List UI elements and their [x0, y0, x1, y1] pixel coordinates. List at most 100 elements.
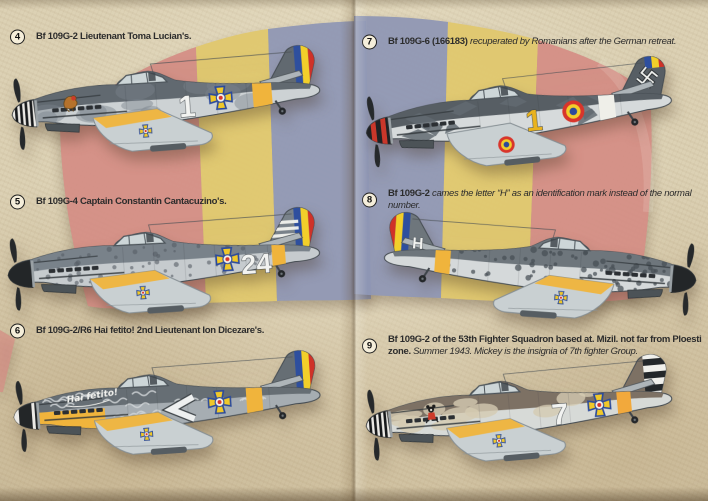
underwing-radiator [150, 143, 187, 152]
fuselage-top-camo [8, 232, 312, 277]
caption-text: Bf 109G-2 of the 53th Fighter Squadron b… [388, 334, 702, 358]
antenna-wire [151, 356, 293, 377]
underwing-radiator [504, 156, 541, 166]
wing [493, 274, 615, 319]
caption-text: Bf 109G-4 Captain Constantin Cantacuzino… [36, 196, 227, 207]
caption-4: 4 Bf 109G-2 Lieutenant Toma Lucian's. [10, 29, 192, 45]
exhaust-stubs [405, 120, 455, 130]
caption-segment: Bf 109G-2/R6 Hai fetito! 2nd Lieutenant … [36, 325, 265, 336]
svg-text:H: H [412, 236, 424, 254]
fuselage-band [433, 233, 453, 288]
tactical-number: 7 [550, 398, 570, 432]
caption-number-badge: 6 [10, 323, 25, 339]
chin-radiator [399, 139, 434, 149]
michael-cross-emblem [207, 389, 232, 415]
caption-9: 9 Bf 109G-2 of the 53th Fighter Squadron … [362, 334, 704, 359]
propeller-spinner [13, 381, 41, 452]
cockpit-canopy [468, 85, 521, 101]
swastika-marking [635, 66, 659, 89]
wing [89, 269, 211, 314]
michael-cross-emblem [587, 392, 612, 418]
fuselage-band [596, 79, 618, 133]
antenna-wire [149, 51, 292, 74]
michael-cross-emblem [138, 124, 153, 138]
aircraft-profile-4: 1 [2, 37, 352, 176]
aircraft-profile-7: 1 [355, 47, 705, 194]
caption-segment: Bf 109G-2 [388, 188, 432, 199]
underwing-radiator [147, 305, 184, 314]
aircraft-profile-6: Hai fetito! [5, 342, 352, 477]
flag-right-fold-highlight [596, 58, 654, 213]
caption-text: Bf 109G-2 Lieutenant Toma Lucian's. [36, 31, 192, 42]
michael-cross-emblem [208, 85, 234, 111]
tactical-number: 1 [524, 104, 544, 139]
cockpit-canopy [537, 237, 592, 252]
antenna-wire [502, 360, 644, 384]
caption-number-badge: 4 [10, 29, 25, 45]
underwing-radiator [150, 446, 187, 455]
caption-number-badge: 9 [362, 338, 377, 354]
caption-segment: cames the letter “H” as an identificatio… [388, 188, 692, 212]
underwing-radiator [520, 310, 557, 319]
aircraft-profile-9: 7 [356, 345, 704, 486]
chin-radiator [44, 123, 80, 133]
caption-6: 6 Bf 109G-2/R6 Hai fetito! 2nd Lieutenant… [10, 323, 264, 339]
cannon-trough [38, 271, 125, 280]
antenna-wire [412, 218, 557, 240]
wing [446, 122, 567, 167]
antenna-wire [501, 62, 643, 88]
michael-cross-emblem [215, 246, 240, 272]
caption-segment: Summer 1943. Mickey is the insignia of 7… [413, 346, 638, 358]
fuselage-band [244, 372, 265, 426]
wing [93, 411, 214, 455]
bf109-profile: 7 [365, 353, 673, 462]
caption-segment: recuperated by Romanians after the Germa… [469, 36, 677, 47]
cannon-trough [396, 125, 481, 136]
antenna-wire [147, 213, 292, 235]
caption-segment: Bf 109G-6 (166183) [388, 36, 470, 47]
bf109-profile: 1 [365, 54, 672, 168]
romanian-roundel [498, 136, 515, 153]
bf109-profile: H [383, 211, 697, 319]
chin-radiator [627, 289, 663, 299]
caption-text: Bf 109G-2 cames the letter “H” as an ide… [388, 188, 692, 212]
propeller-spinner [668, 243, 697, 316]
rudder-tricolor [643, 54, 668, 69]
caption-number-badge: 5 [10, 194, 25, 210]
rudder-tricolor [388, 211, 411, 257]
cannon-trough [42, 110, 128, 119]
chin-radiator [398, 434, 434, 443]
caption-text: Bf 109G-2/R6 Hai fetito! 2nd Lieutenant … [36, 325, 264, 336]
caption-segment: Bf 109G-2 Lieutenant Toma Lucian's. [36, 31, 192, 42]
bf109-profile: 24 [7, 206, 321, 314]
cockpit-canopy [115, 71, 169, 86]
wing [92, 108, 213, 152]
caption-segment: Bf 109G-4 Captain Constantin Cantacuzino… [36, 196, 227, 207]
wing [446, 418, 566, 462]
bf109-profile: 1 [11, 44, 321, 152]
aircraft-profile-8: H [352, 204, 705, 342]
caption-segment: Bf 109G-2 of the 53th Fighter Squadron b… [388, 334, 702, 358]
propeller-spinner [366, 96, 394, 168]
aircraft-profile-5: 24 [0, 199, 352, 337]
fuselage-top-camo [366, 381, 664, 427]
fuselage-top-camo [392, 237, 696, 282]
exhaust-stubs [605, 270, 656, 279]
bf109-profile: Hai fetito! [12, 349, 321, 455]
cannon-trough [396, 420, 481, 430]
michael-cross-emblem [492, 434, 506, 448]
romanian-roundel [562, 100, 585, 123]
exhaust-stubs [53, 407, 103, 416]
exhaust-stubs [48, 265, 99, 274]
caption-text: Bf 109G-6 (166183) recuperated by Romani… [388, 36, 677, 47]
caption-number-badge: 7 [362, 34, 377, 50]
tactical-letter: H [411, 235, 424, 254]
rudder-tricolor [293, 44, 317, 89]
fuselage-top-camo [12, 71, 312, 116]
propeller-spinner [365, 389, 393, 461]
propeller-spinner [11, 78, 39, 150]
flag-left-corner-fold [0, 330, 15, 392]
chin-radiator [41, 284, 77, 294]
